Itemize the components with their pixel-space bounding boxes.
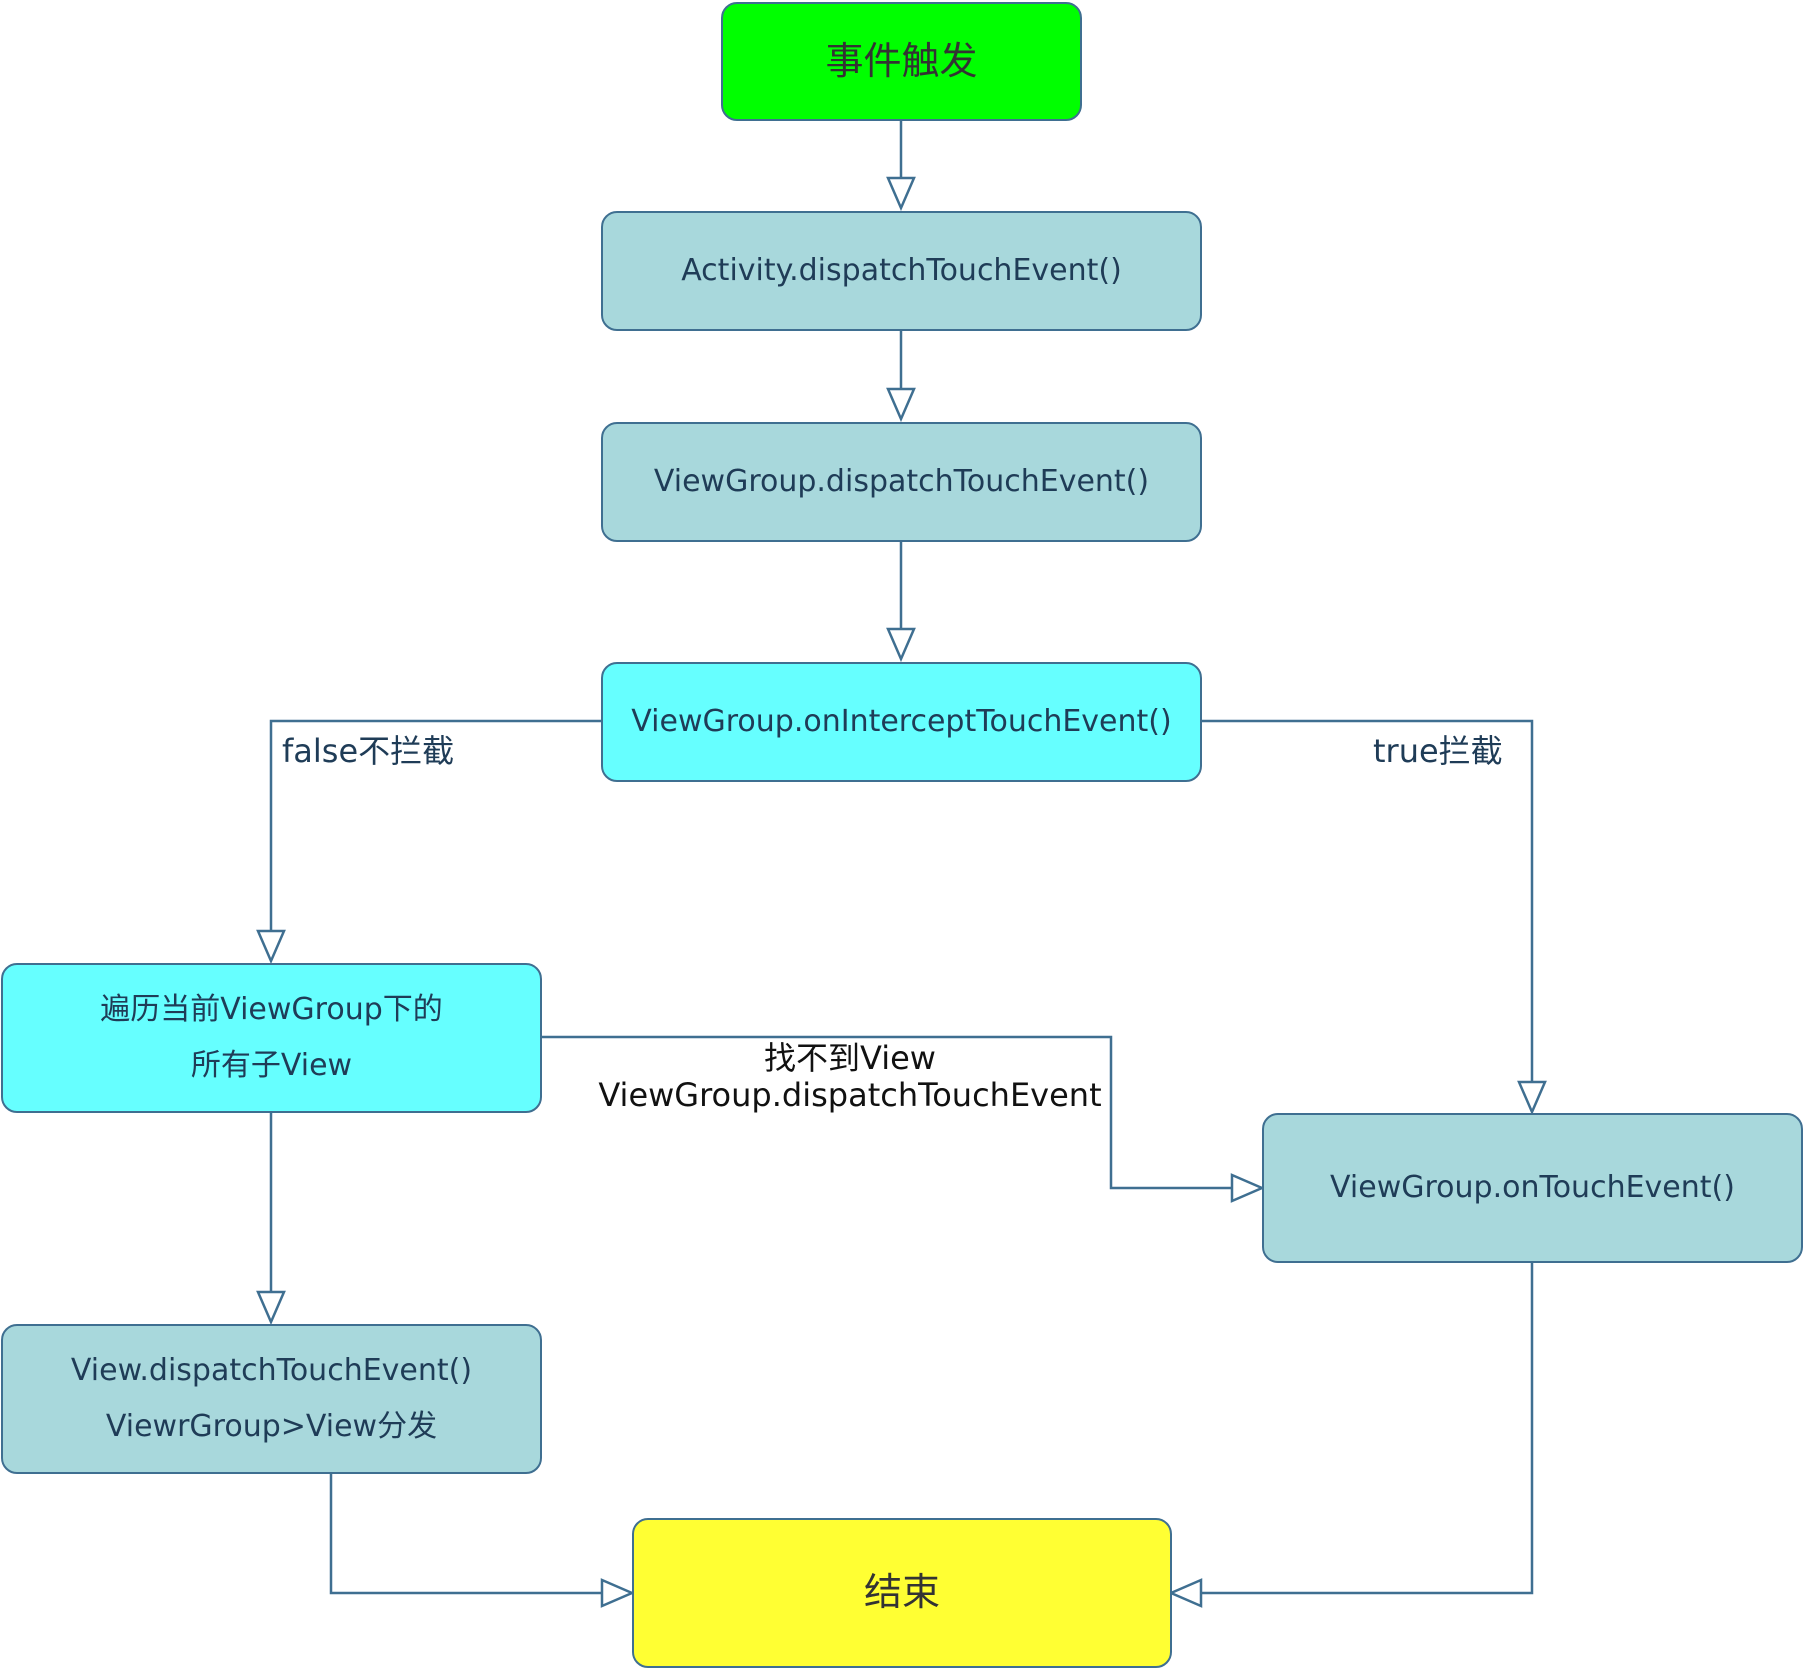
viewgroup-touch-node: ViewGroup.onTouchEvent() <box>1262 1113 1803 1263</box>
view-dispatch-label-line2: ViewrGroup>View分发 <box>105 1409 438 1445</box>
edge-touch-to-end <box>1201 1263 1534 1595</box>
start-node-label: 事件触发 <box>825 38 978 83</box>
arrow-head-icon <box>256 929 286 965</box>
arrow-head-icon <box>886 627 916 663</box>
viewgroup-dispatch-label: ViewGroup.dispatchTouchEvent() <box>653 464 1150 499</box>
not-found-label-line1: 找不到View <box>764 1039 936 1077</box>
viewgroup-touch-label: ViewGroup.onTouchEvent() <box>1330 1170 1735 1205</box>
not-found-label-line2: ViewGroup.dispatchTouchEvent <box>598 1075 1102 1114</box>
true-branch-label: true拦截 <box>1373 732 1503 770</box>
activity-dispatch-label: Activity.dispatchTouchEvent() <box>681 253 1122 288</box>
arrow-head-icon <box>600 1578 636 1608</box>
end-node: 结束 <box>632 1518 1172 1668</box>
arrow-head-icon <box>256 1290 286 1326</box>
edge-view-to-end <box>329 1473 602 1595</box>
traverse-label-line2: 所有子View <box>190 1048 353 1084</box>
arrow-head-icon <box>886 176 916 212</box>
traverse-label-line1: 遍历当前ViewGroup下的 <box>100 991 443 1027</box>
traverse-children-node: 遍历当前ViewGroup下的 所有子View <box>1 963 542 1113</box>
edge-intercept-true <box>1202 719 1534 1082</box>
arrow-head-icon <box>1230 1173 1266 1203</box>
arrow-head-icon <box>1167 1578 1203 1608</box>
activity-dispatch-node: Activity.dispatchTouchEvent() <box>601 211 1202 331</box>
false-branch-label: false不拦截 <box>282 732 455 770</box>
start-node: 事件触发 <box>721 2 1082 121</box>
end-node-label: 结束 <box>863 1570 940 1615</box>
viewgroup-dispatch-node: ViewGroup.dispatchTouchEvent() <box>601 422 1202 542</box>
view-dispatch-node: View.dispatchTouchEvent() ViewrGroup>Vie… <box>1 1324 542 1474</box>
view-dispatch-label-line1: View.dispatchTouchEvent() <box>70 1352 473 1388</box>
arrow-head-icon <box>886 387 916 423</box>
arrow-head-icon <box>1517 1080 1547 1116</box>
edge-intercept-false <box>269 719 602 931</box>
not-found-label: 找不到View ViewGroup.dispatchTouchEvent <box>592 1040 1108 1114</box>
intercept-label: ViewGroup.onInterceptTouchEvent() <box>631 704 1172 739</box>
edge-not-found <box>541 1035 1232 1190</box>
intercept-node: ViewGroup.onInterceptTouchEvent() <box>601 662 1202 782</box>
